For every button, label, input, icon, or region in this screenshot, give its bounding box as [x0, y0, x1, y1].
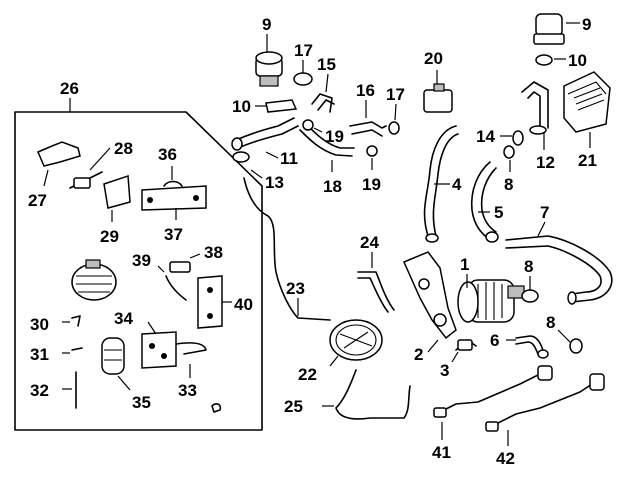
part-32-rod — [62, 371, 77, 409]
callout-31: 31 — [30, 345, 49, 364]
callout-32: 32 — [30, 381, 49, 400]
part-9-valve-right — [533, 13, 580, 45]
part-20-solenoid — [423, 70, 453, 113]
callout-3: 3 — [440, 361, 449, 380]
part-19-clamp-a — [302, 119, 323, 133]
part-16-pipe — [349, 100, 387, 137]
part-8-clamp-top — [503, 145, 515, 172]
callout-40: 40 — [234, 295, 253, 314]
callout-12: 12 — [536, 153, 555, 172]
part-11-pipe — [231, 117, 299, 159]
part-8-clamp-mid — [521, 276, 539, 303]
callout-5: 5 — [494, 203, 503, 222]
kit-26-outline — [14, 98, 263, 431]
part-9-valve-left — [255, 34, 283, 87]
part-2-bracket — [403, 251, 457, 353]
part-41-oxygen-sensor — [433, 365, 553, 440]
callout-10b: 10 — [568, 51, 587, 70]
part-8-clamp-low — [557, 329, 583, 354]
callout-8b: 8 — [524, 257, 533, 276]
part-35-filter — [101, 337, 131, 391]
callout-6: 6 — [490, 331, 499, 350]
callout-22: 22 — [298, 365, 317, 384]
part-12-pipe — [521, 81, 549, 150]
callout-7: 7 — [540, 203, 549, 222]
part-27-bracket — [37, 141, 81, 187]
callout-labels: 9 17 15 10 11 13 18 19 16 17 19 20 9 10 … — [28, 15, 597, 468]
callout-17a: 17 — [294, 41, 313, 60]
part-17-gasket — [293, 60, 313, 86]
callout-16: 16 — [356, 81, 375, 100]
callout-14: 14 — [476, 127, 495, 146]
part-39-hose — [157, 265, 187, 301]
part-36-fitting — [163, 166, 183, 187]
part-13-gasket — [232, 151, 263, 179]
callout-19a: 19 — [325, 127, 344, 146]
callout-1: 1 — [460, 255, 469, 274]
callout-24: 24 — [360, 233, 379, 252]
callout-30: 30 — [30, 315, 49, 334]
part-21-filter-housing — [563, 71, 611, 148]
part-38-valve — [169, 253, 201, 273]
part-5-hose — [470, 161, 499, 243]
callout-20: 20 — [424, 49, 443, 68]
callout-29: 29 — [100, 227, 119, 246]
callout-8a: 8 — [504, 175, 513, 194]
part-30-clip — [62, 315, 81, 327]
part-31-clip — [62, 347, 83, 354]
part-6-hose — [506, 335, 549, 359]
callout-17b: 17 — [386, 85, 405, 104]
callout-34: 34 — [114, 309, 133, 328]
callout-8c: 8 — [546, 313, 555, 332]
callout-36: 36 — [158, 145, 177, 164]
part-1-air-pump — [457, 274, 525, 323]
callout-25: 25 — [284, 397, 303, 416]
part-34-bracket — [141, 321, 207, 369]
part-10-gasket-right — [535, 54, 566, 66]
part-29-bracket — [103, 174, 131, 222]
part-37-bracket — [141, 185, 207, 220]
part-15-pipe — [311, 73, 335, 113]
part-17-clamp-b — [388, 103, 400, 135]
part-24-hose — [357, 252, 395, 313]
callout-4: 4 — [452, 175, 462, 194]
callout-37: 37 — [164, 225, 183, 244]
callout-33: 33 — [178, 381, 197, 400]
callout-26: 26 — [60, 79, 79, 98]
callout-11: 11 — [280, 149, 298, 168]
part-3-sensor — [451, 339, 477, 363]
part-7-hose — [505, 221, 613, 305]
callout-13: 13 — [265, 173, 284, 192]
part-33-clip — [189, 364, 222, 413]
callout-19b: 19 — [362, 175, 381, 194]
callout-28: 28 — [114, 139, 133, 158]
callout-35: 35 — [132, 393, 151, 412]
part-19-clamp-b — [366, 145, 378, 170]
part-4-hose — [423, 125, 459, 243]
part-40-bracket — [197, 275, 232, 329]
part-28-switch — [69, 147, 111, 189]
callout-39: 39 — [132, 251, 151, 270]
part-10-gasket-left — [255, 99, 298, 113]
part-22-gasket-disc — [329, 319, 383, 367]
callout-2: 2 — [414, 345, 423, 364]
part-14-gasket — [500, 130, 524, 146]
callout-9a: 9 — [262, 15, 271, 34]
callout-18: 18 — [323, 177, 342, 196]
callout-10a: 10 — [232, 97, 251, 116]
part-25-hose — [322, 369, 411, 420]
callout-27: 27 — [28, 191, 47, 210]
callout-9b: 9 — [582, 15, 591, 34]
callout-41: 41 — [432, 443, 451, 462]
part-kit-pump — [71, 259, 117, 301]
callout-21: 21 — [578, 151, 597, 170]
callout-23: 23 — [286, 279, 305, 298]
part-42-oxygen-sensor — [485, 373, 605, 446]
callout-42: 42 — [496, 449, 515, 468]
callout-38: 38 — [204, 243, 223, 262]
part-23-hose — [243, 177, 331, 321]
callout-15: 15 — [317, 55, 336, 74]
